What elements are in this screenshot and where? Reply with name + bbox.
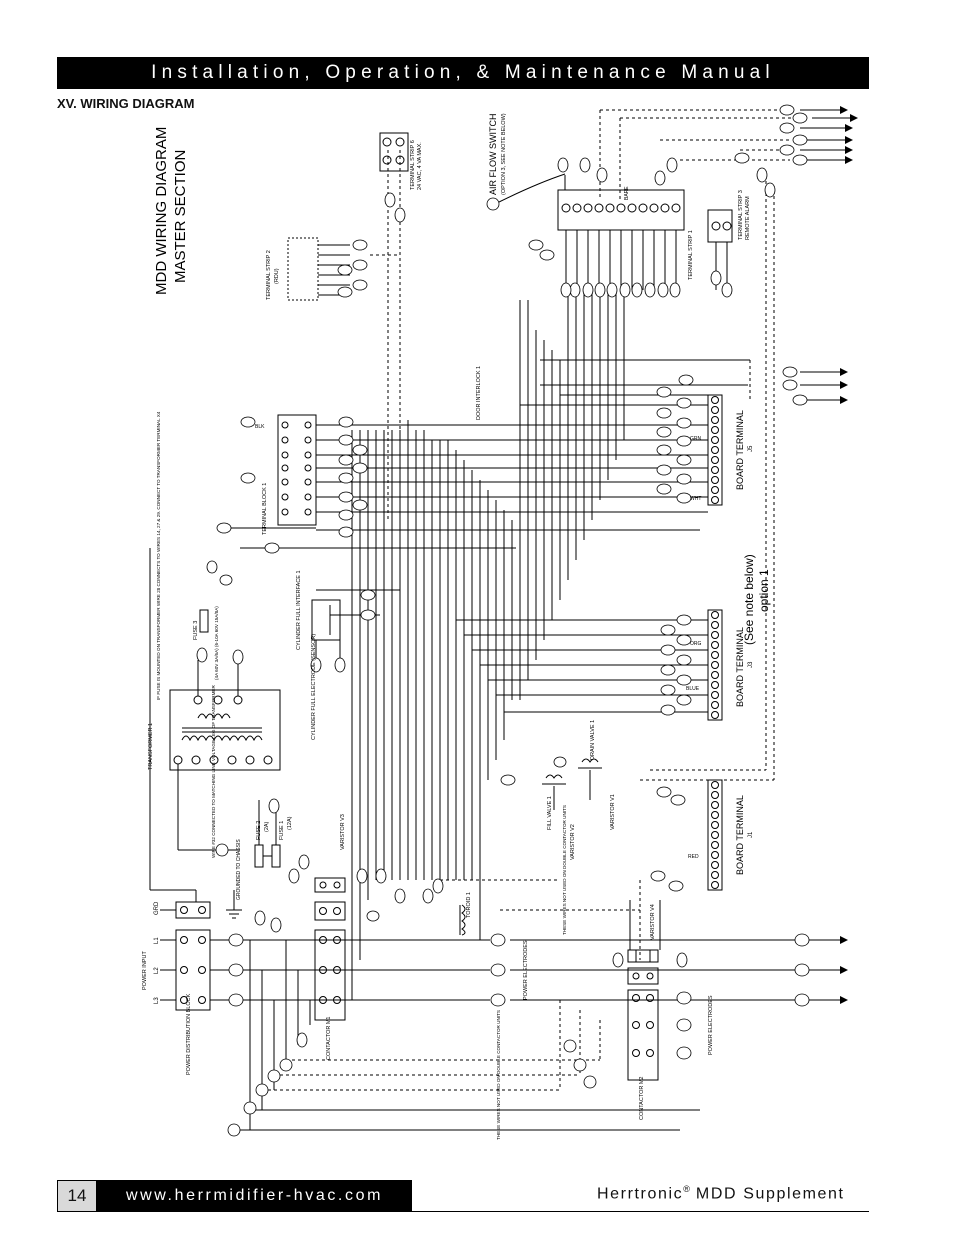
power-electrodes-label: POWER ELECTRODES	[523, 940, 529, 1000]
grd-label: GRD	[154, 901, 160, 915]
terminal-strip-2-sub: (RDU)	[274, 268, 280, 284]
l1-label: L1	[154, 937, 160, 944]
section-heading: XV. WIRING DIAGRAM	[57, 96, 195, 111]
contactor-m2	[627, 949, 659, 1081]
cylinder-full-interface-label: CYLINDER FULL INTERFACE 1	[296, 570, 302, 650]
board-terminal-j3-id: J3	[748, 661, 754, 668]
wire-bundle-vertical	[351, 290, 625, 1000]
fuse-2-rating: (2A)	[264, 821, 270, 832]
terminal-block-1-label: TERMINAL BLOCK 1	[262, 483, 268, 535]
dashed-lower-wires	[262, 879, 641, 1091]
valves	[542, 758, 602, 810]
product-suffix: MDD Supplement	[689, 1185, 845, 1203]
terminal-strip-1-label: TERMINAL STRIP 1	[688, 230, 694, 280]
wire-color-org: ORG	[690, 641, 702, 647]
power-distribution-block	[160, 929, 211, 1011]
diagram-title-line1: MDD WIRING DIAGRAM	[153, 127, 170, 295]
arrowheads-top	[840, 106, 858, 1004]
option-label: option 1	[757, 569, 771, 612]
board-terminal-j1-label: BOARD TERMINAL	[735, 795, 745, 875]
manual-title: Installation, Operation, & Maintenance M…	[151, 62, 775, 83]
wire-color-blk: BLK	[255, 424, 265, 430]
wire-color-wht: WHT	[690, 496, 701, 502]
board-terminal-j3	[707, 609, 723, 721]
fuse-2-label: FUSE 2	[256, 821, 262, 840]
terminal-strip-3-label: TERMINAL STRIP 3	[738, 190, 744, 240]
transformer-1-label: TRANSFORMER 1	[148, 723, 154, 770]
terminal-strip-2	[287, 237, 350, 301]
wires-not-used-label-2: THESE WIRES NOT USED ON DOUBLE CONTACTOR…	[496, 1010, 501, 1140]
l3-label: L3	[154, 997, 160, 1004]
terminal-strip-6	[379, 132, 409, 172]
product-name: Herrtronic® MDD Supplement	[597, 1184, 845, 1203]
airflow-note: (OPTION 3, SEE NOTE BELOW)	[501, 113, 507, 195]
fuse-3-rating: (4A 60V 3A/6A) (6-10A 60V 15A/8A)	[214, 606, 219, 680]
toroid-1	[459, 880, 481, 940]
terminal-strip-3-sub: REMOTE ALARM	[745, 196, 751, 240]
diagram-title-line2: MASTER SECTION	[172, 150, 189, 283]
board-terminal-j3-label: BOARD TERMINAL	[735, 627, 745, 707]
varistor-v1-label: VARISTOR V1	[610, 794, 616, 830]
power-distribution-block-label: POWER DISTRIBUTION BLOCK	[186, 993, 192, 1075]
airflow-switch-label: AIR FLOW SWITCH	[488, 114, 498, 196]
contactor-m1	[314, 877, 346, 1021]
footer-rule	[412, 1211, 869, 1212]
air-flow-switch	[494, 173, 566, 205]
power-lines	[210, 939, 840, 1131]
wire-note: WIRE #32 CONNECTED TO MATCHING LINE VOLT…	[211, 685, 216, 858]
varistor-v4	[629, 900, 661, 963]
board-terminal-j5-id: J5	[748, 445, 754, 452]
ground-block	[149, 548, 242, 919]
top-right-arrows	[800, 109, 850, 401]
cylinder-full-electrode-label: CYLINDER FULL ELECTRODE (SENSOR)	[311, 634, 317, 740]
fuse-1-label: FUSE 1	[279, 821, 285, 840]
terminal-strip-2-label: TERMINAL STRIP 2	[266, 250, 272, 300]
varistor-v3-label: VARISTOR V3	[340, 814, 346, 850]
product-prefix: Herrtronic	[597, 1185, 684, 1203]
website-url-text: www.herrmidifier-hvac.com	[125, 1187, 384, 1204]
grounded-chassis-label: GROUNDED TO CHASSIS	[236, 839, 242, 900]
board-terminal-j5-label: BOARD TERMINAL	[735, 410, 745, 490]
page-number: 14	[57, 1180, 97, 1212]
registered-mark: ®	[683, 1184, 690, 1194]
wire-label-circles	[196, 104, 810, 1137]
board-terminal-j5	[707, 394, 723, 506]
l2-label: L2	[154, 967, 160, 974]
terminal-strip-6-sub: 24 VAC, 4 VA MAX.	[417, 142, 423, 190]
power-electrodes-label-2: POWER ELECTRODES	[708, 995, 714, 1055]
fill-valve-label: FILL VALVE 1	[547, 796, 553, 830]
header-bar: Installation, Operation, & Maintenance M…	[57, 57, 869, 89]
contactor-m2-label: CONTACTOR M2	[639, 1077, 645, 1121]
terminal-strip-6-label: TERMINAL STRIP 6	[410, 140, 416, 190]
varistor-v4-label: VARISTOR V4	[650, 904, 656, 940]
wire-color-blue: BLUE	[686, 686, 700, 692]
contactor-m1-label: CONTACTOR M1	[326, 1017, 332, 1061]
board-terminal-j1	[707, 779, 723, 891]
terminal-block-1	[277, 414, 317, 526]
transformer-1	[169, 660, 281, 851]
transformer-note: IF FUSE IS MOUNTED ON TRANSFORMER WIRE 2…	[156, 411, 161, 700]
drain-valve-label: DRAIN VALVE 1	[590, 720, 596, 760]
see-note-label: (See note below)	[742, 554, 756, 645]
wire-color-red: RED	[688, 854, 699, 860]
fuse-3-label: FUSE 3	[193, 621, 199, 640]
terminal-strip-1	[557, 189, 685, 290]
board-terminal-j1-id: J1	[748, 831, 754, 838]
wire-color-grn: GRN	[690, 436, 702, 442]
power-input-label: POWER INPUT	[142, 951, 148, 990]
toroid-label: TOROID 1	[466, 892, 472, 918]
wire-color-bare: BARE	[624, 186, 630, 200]
website-url[interactable]: www.herrmidifier-hvac.com	[97, 1180, 412, 1212]
varistor-v2-label: VARISTOR V2	[570, 824, 576, 860]
fuse-1-rating: (12A)	[287, 816, 293, 830]
wires-not-used-label-1: THESE WIRES NOT USED ON DOUBLE CONTACTOR…	[562, 805, 567, 935]
door-interlock-label: DOOR INTERLOCK 1	[476, 366, 482, 420]
